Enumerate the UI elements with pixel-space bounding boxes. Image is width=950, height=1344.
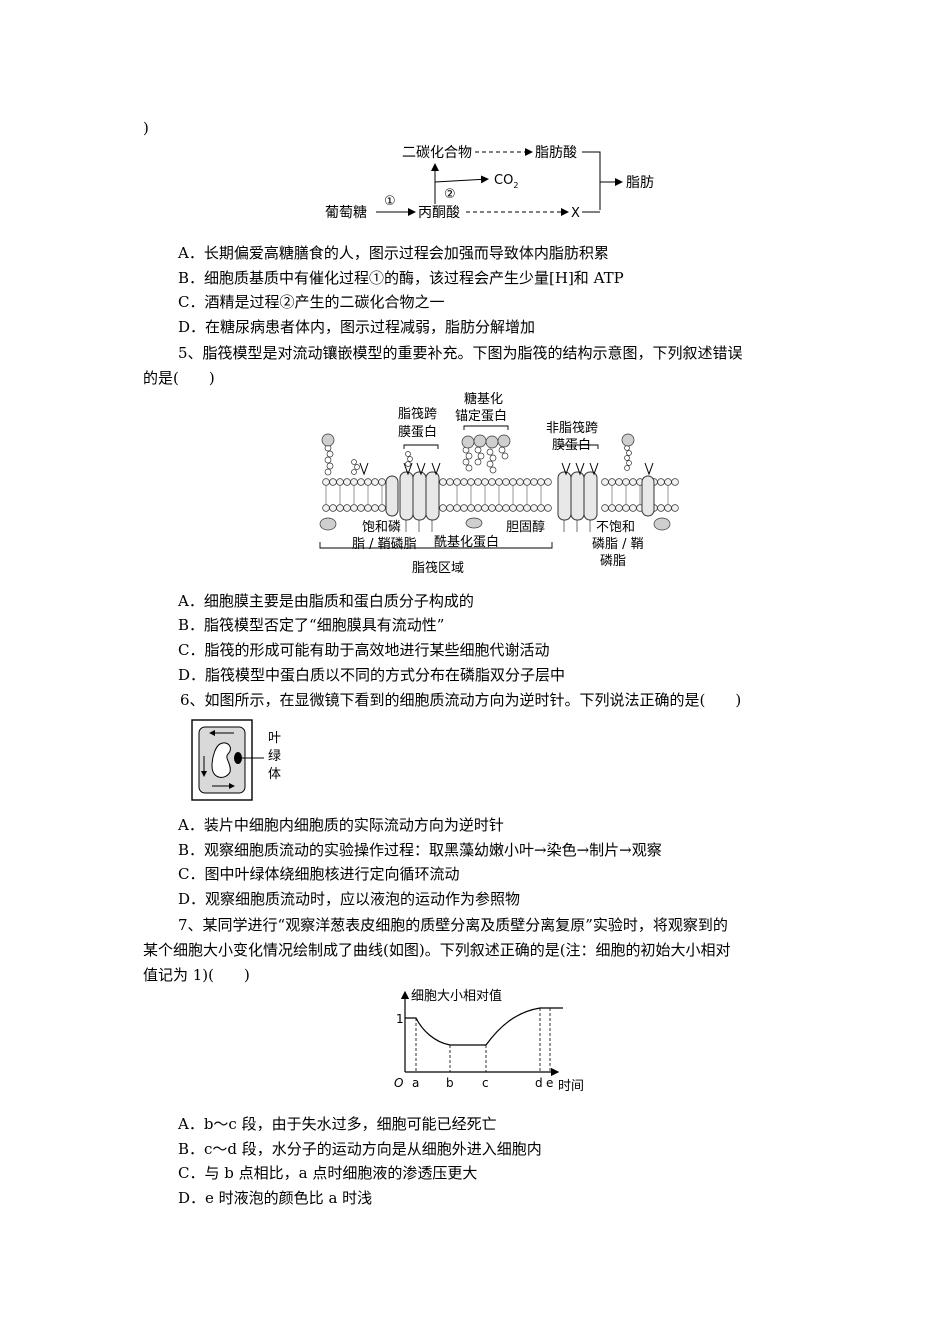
q7-stem-line2: 某个细胞大小变化情况绘制成了曲线(如图)。下列叙述正确的是(注：细胞的初始大小相… bbox=[143, 941, 731, 959]
nonraft-protein-label-2: 膜蛋白 bbox=[552, 437, 591, 453]
arrow-to-co2 bbox=[434, 175, 489, 184]
q6-option-a[interactable]: A．装片中细胞内细胞质的实际流动方向为逆时针 bbox=[178, 816, 504, 834]
q4-option-a[interactable]: A．长期偏爱高糖膳食的人，图示过程会加强而导致体内脂肪积累 bbox=[178, 244, 609, 262]
q5-option-a[interactable]: A．细胞膜主要是由脂质和蛋白质分子构成的 bbox=[178, 592, 474, 610]
unsaturated-lipid-label-3: 磷脂 bbox=[600, 554, 626, 569]
vacuole bbox=[211, 742, 231, 778]
raft-protein-label-1: 脂筏跨 bbox=[398, 406, 437, 422]
single-pass-protein-right bbox=[641, 475, 655, 517]
q4-stem-tail: ) bbox=[143, 119, 149, 137]
nonraft-protein-label-1: 非脂筏跨 bbox=[546, 420, 598, 436]
chloroplast bbox=[234, 752, 242, 764]
raft-transmembrane-protein bbox=[399, 471, 440, 521]
unsaturated-lipid-label-2: 磷脂 / 鞘 bbox=[592, 537, 644, 552]
y-tick-1: 1 bbox=[396, 1012, 404, 1026]
q5-option-c[interactable]: C．脂筏的形成可能有助于高效地进行某些细胞代谢活动 bbox=[178, 641, 550, 659]
step2-label: ② bbox=[444, 187, 456, 202]
chloroplast-label-1: 叶 bbox=[268, 731, 281, 746]
unsaturated-lipid-label-1: 不饱和 bbox=[596, 520, 635, 535]
q6-option-c[interactable]: C．图中叶绿体绕细胞核进行定向循环流动 bbox=[178, 865, 460, 883]
glycosylated-anchored-protein bbox=[321, 433, 635, 449]
cytoplasm-flow-diagram: 叶 绿 体 bbox=[191, 719, 281, 801]
x-tick-a: a bbox=[412, 1076, 419, 1090]
q7-stem-line3: 值记为 1)( ) bbox=[143, 966, 250, 984]
q7-option-b[interactable]: B．c～d 段，水分子的运动方向是从细胞外进入细胞内 bbox=[178, 1140, 542, 1158]
single-pass-protein-left bbox=[385, 475, 399, 517]
q7-option-d[interactable]: D．e 时液泡的颜色比 a 时浅 bbox=[178, 1189, 373, 1207]
q7-option-a[interactable]: A．b～c 段，由于失水过多，细胞可能已经死亡 bbox=[178, 1115, 497, 1133]
fatty-acid-label: 脂肪酸 bbox=[535, 145, 577, 161]
q5-stem-line1: 5、脂筏模型是对流动镶嵌模型的重要补充。下图为脂筏的结构示意图，下列叙述错误 bbox=[178, 344, 743, 362]
q4-option-b[interactable]: B．细胞质基质中有催化过程①的酶，该过程会产生少量[H]和 ATP bbox=[178, 269, 624, 287]
label-pointer-arrows bbox=[359, 462, 654, 476]
fat-label: 脂肪 bbox=[626, 175, 654, 191]
x-tick-c: c bbox=[482, 1076, 489, 1090]
label-brackets bbox=[319, 425, 599, 549]
acylated-protein-label: 酰基化蛋白 bbox=[434, 534, 499, 550]
pyruvate-label: 丙酮酸 bbox=[418, 205, 460, 221]
q6-stem: 6、如图所示，在显微镜下看到的细胞质流动方向为逆时针。下列说法正确的是( ) bbox=[180, 691, 742, 709]
y-axis-label: 细胞大小相对值 bbox=[411, 988, 502, 1004]
nonraft-transmembrane-protein bbox=[557, 471, 598, 521]
membrane-top-layer bbox=[322, 478, 679, 486]
raft-protein-label-2: 膜蛋白 bbox=[398, 424, 437, 440]
lipid-raft-diagram: 脂筏跨 膜蛋白 糖基化 锚定蛋白 非脂筏跨 膜蛋白 饱和磷 脂 / 鞘磷脂 酰基… bbox=[319, 392, 679, 576]
connector-upper bbox=[582, 151, 601, 210]
q5-option-b[interactable]: B．脂筏模型否定了“细胞膜具有流动性” bbox=[178, 616, 445, 634]
cell-size-curve bbox=[405, 1007, 563, 1046]
q6-option-d[interactable]: D．观察细胞质流动时，应以液泡的运动作为参照物 bbox=[178, 890, 521, 908]
guide-lines bbox=[415, 1008, 551, 1072]
x-label: X bbox=[571, 206, 580, 221]
origin-label: O bbox=[394, 1076, 403, 1090]
x-tick-d: d bbox=[535, 1076, 543, 1090]
q7-option-c[interactable]: C．与 b 点相比，a 点时细胞液的渗透压更大 bbox=[178, 1164, 478, 1182]
saturated-lipid-label-1: 饱和磷 bbox=[362, 520, 401, 535]
q7-stem-line1: 7、某同学进行“观察洋葱表皮细胞的质壁分离及质壁分离复原”实验时，将观察到的 bbox=[178, 916, 728, 934]
glucose-label: 葡萄糖 bbox=[325, 205, 367, 221]
chloroplast-label-2: 绿 bbox=[268, 749, 281, 764]
membrane-bottom-layer bbox=[322, 504, 679, 512]
x-tick-b: b bbox=[446, 1076, 454, 1090]
two-carbon-label: 二碳化合物 bbox=[402, 145, 472, 161]
protein-stalks bbox=[405, 520, 591, 532]
glycan-chains bbox=[324, 444, 632, 476]
step1-label: ① bbox=[384, 194, 396, 209]
co2-label: CO2 bbox=[494, 173, 518, 190]
metabolism-diagram: 二碳化合物 脂肪酸 脂肪 CO2 ② 葡萄糖 ① 丙酮酸 X bbox=[325, 145, 654, 221]
chloroplast-label-3: 体 bbox=[268, 767, 281, 782]
cholesterol-label: 胆固醇 bbox=[506, 519, 545, 535]
gpi-protein-label-2: 锚定蛋白 bbox=[455, 408, 507, 424]
q4-option-c[interactable]: C．酒精是过程②产生的二碳化合物之一 bbox=[178, 293, 445, 311]
saturated-lipid-label-2: 脂 / 鞘磷脂 bbox=[352, 537, 417, 552]
cell-size-graph: 细胞大小相对值 1 O a b c d e 时间 bbox=[394, 988, 584, 1094]
lipid-tails bbox=[325, 486, 669, 504]
q5-stem-line2: 的是( ) bbox=[143, 369, 215, 387]
peripheral-proteins bbox=[319, 517, 671, 531]
q4-option-d[interactable]: D．在糖尿病患者体内，图示过程减弱，脂肪分解增加 bbox=[178, 318, 536, 336]
raft-region-label: 脂筏区域 bbox=[412, 560, 464, 576]
q6-option-b[interactable]: B．观察细胞质流动的实验操作过程：取黑藻幼嫩小叶→染色→制片→观察 bbox=[178, 841, 662, 859]
x-tick-e: e bbox=[546, 1076, 553, 1090]
x-axis-label: 时间 bbox=[558, 1079, 584, 1094]
q5-option-d[interactable]: D．脂筏模型中蛋白质以不同的方式分布在磷脂双分子层中 bbox=[178, 666, 566, 684]
gpi-protein-label-1: 糖基化 bbox=[464, 392, 503, 407]
